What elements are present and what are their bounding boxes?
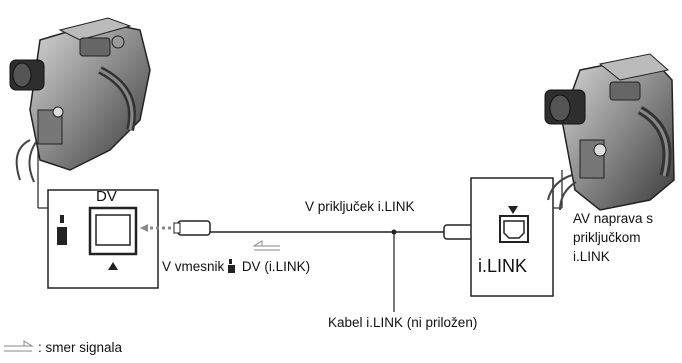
dv-port-label: DV <box>96 188 117 205</box>
left-jack-label: V vmesnik DV (i.LINK) <box>162 258 310 275</box>
left-jack-suffix: DV (i.LINK) <box>242 259 310 274</box>
ilink-icon <box>228 259 238 273</box>
left-camcorder-icon <box>10 18 150 182</box>
ilink-port-label: i.LINK <box>478 258 527 275</box>
device-label-line1: AV naprava s <box>573 210 653 227</box>
signal-arrow-icon <box>254 241 280 250</box>
legend-arrow-icon <box>4 341 32 351</box>
right-camcorder-icon <box>545 54 674 210</box>
legend-text: : smer signala <box>38 339 122 356</box>
left-jack-prefix: V vmesnik <box>162 259 224 274</box>
device-label-line2: priključkom <box>573 229 641 246</box>
device-label-line3: i.LINK <box>573 248 610 265</box>
cable-label: Kabel i.LINK (ni priložen) <box>328 314 477 331</box>
right-jack-label: V priključek i.LINK <box>305 198 415 215</box>
